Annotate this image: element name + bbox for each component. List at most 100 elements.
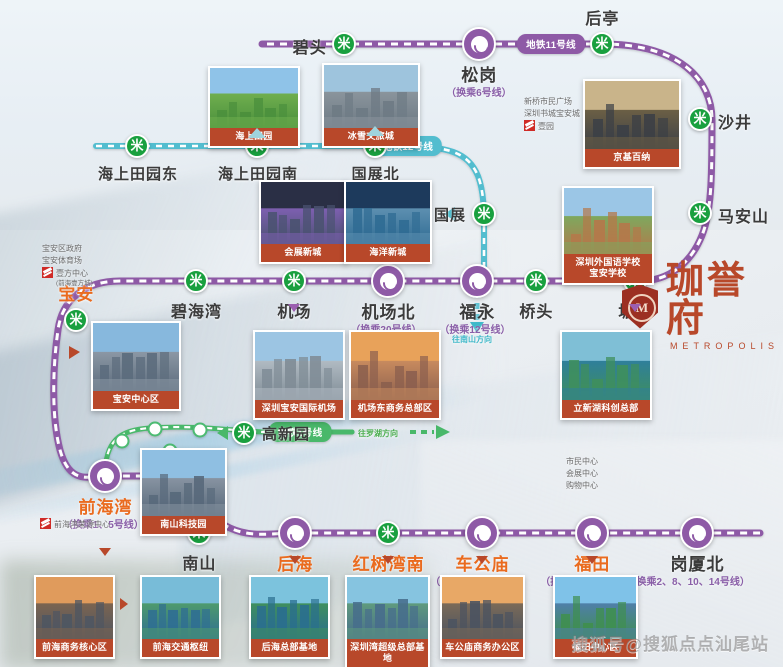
station-label: 沙井 [718,114,753,132]
station-label: 南山 [182,556,217,573]
photo-card-caption: 宝安中心区 [93,391,179,409]
direction-note-luohu: 往罗湖方向 [358,429,398,438]
station-label: 国展北 [351,166,400,183]
photo-card[interactable]: 深圳宝安国际机场 [253,330,345,420]
mall-icon [524,120,535,131]
station-label: 高新园 [262,426,311,443]
photo-card-caption: 深圳宝安国际机场 [255,400,343,418]
station-label: 岗厦北 [670,555,725,574]
station-marker[interactable]: 米 [688,107,712,131]
station-marker[interactable]: 米 [376,521,400,545]
pointer-caret-up-icon [248,128,266,138]
photo-card-caption: 后海总部基地 [251,639,328,657]
pointer-caret-icon [382,556,394,564]
transfer-station-marker[interactable] [460,264,494,298]
transfer-station-marker[interactable] [465,516,499,550]
station-marker[interactable]: 米 [332,32,356,56]
photo-card-caption: 车公庙商务办公区 [442,639,523,657]
photo-card[interactable]: 前海商务核心区 [34,575,115,659]
photo-card[interactable]: 南山科技园 [140,448,227,536]
photo-thumbnail [562,332,650,400]
photo-card[interactable]: 前海交通枢纽 [140,575,221,659]
transfer-station-marker[interactable] [575,516,609,550]
photo-card[interactable]: 立新湖科创总部 [560,330,652,420]
station-label: 海上田园东 [98,166,179,183]
poi-mall: 壹方中心 [42,267,93,280]
photo-card-caption: 海洋新城 [346,244,430,262]
photo-card-caption: 南山科技园 [142,516,225,534]
poi-line: 会展中心 [566,469,598,478]
photo-thumbnail [142,450,225,516]
mall-icon [40,518,51,529]
pointer-caret-icon [99,548,111,556]
station-label: 海上田园南 [218,166,299,183]
photo-card-caption: 京基百纳 [585,149,679,167]
photo-card[interactable]: 海洋新城 [344,180,432,264]
station-marker[interactable]: 米 [524,269,548,293]
photo-card[interactable]: 车公庙商务办公区 [440,575,525,659]
photo-card[interactable]: 京基百纳 [583,79,681,169]
pointer-caret-icon [586,556,598,564]
photo-card[interactable]: 深圳外国语学校宝安学校 [562,186,654,285]
station-label: 机场 [277,304,312,321]
poi-line: 购物中心 [566,481,598,490]
photo-thumbnail [564,188,652,254]
pointer-caret-icon [289,556,301,564]
poi-line: 新桥市民广场 [524,97,572,106]
line1-minor-station[interactable] [147,421,163,437]
transfer-station-marker[interactable] [371,264,405,298]
station-label: 松岗 [461,66,498,85]
station-marker[interactable]: 米 [64,308,88,332]
photo-card[interactable]: 宝安中心区 [91,321,181,411]
station-marker[interactable]: 米 [232,421,256,445]
transfer-station-marker[interactable] [278,516,312,550]
poi-mall: 壹园 [524,120,580,133]
station-label: 碧海湾 [171,304,223,321]
transfer-station-marker[interactable] [88,459,122,493]
station-marker[interactable]: 米 [590,32,614,56]
station-marker[interactable]: 米 [184,269,208,293]
station-label: 红树湾南 [352,555,425,574]
station-label: 国展 [434,207,467,224]
photo-thumbnail [442,577,523,639]
photo-card[interactable]: 机场东商务总部区 [349,330,441,420]
photo-card[interactable]: 后海总部基地 [249,575,330,659]
line1-minor-station[interactable] [192,422,208,438]
photo-thumbnail [142,577,219,639]
photo-thumbnail [210,68,298,128]
pointer-caret-right-icon [120,598,128,610]
poi-mall: 前海鸿荣源中心 [40,518,110,531]
photo-card[interactable]: 会展新城 [259,180,347,264]
brand-logo: M 珈誉府 METROPOLIS [618,262,783,351]
poi-line: 市民中心 [566,457,598,466]
brand-name-en: METROPOLIS [669,341,779,351]
station-marker[interactable]: 米 [282,269,306,293]
station-marker[interactable]: 米 [472,202,496,226]
poi-line: 宝安体育场 [42,256,82,265]
photo-card[interactable]: 冰雪文旅城 [322,63,420,148]
photo-thumbnail [351,332,439,400]
pointer-caret-icon [288,304,300,312]
station-label: 车公庙 [455,555,510,574]
photo-card[interactable]: 福田中心区 [553,575,638,659]
watermark: 搜狐号@搜狐点点汕尾站 [571,635,769,654]
transfer-station-marker[interactable] [462,27,496,61]
poi-note: 新桥市民广场深圳书城宝安城壹园 [524,96,580,133]
photo-card-caption: 冰雪文旅城 [324,128,418,146]
station-label: 桥头 [519,304,554,321]
photo-thumbnail [346,182,430,244]
line1-minor-station[interactable] [114,433,130,449]
station-label: 机场北 [361,303,416,322]
station-marker[interactable]: 米 [125,134,149,158]
photo-card-caption: 福田中心区 [555,639,636,657]
poi-line: 深圳书城宝安城 [524,109,580,118]
mall-icon [42,267,53,278]
poi-note: 前海鸿荣源中心 [40,518,110,531]
station-label: 碧头 [292,39,327,57]
station-marker[interactable]: 米 [688,201,712,225]
transfer-station-marker[interactable] [680,516,714,550]
poi-mall-sub: (前海壹方城) [56,280,93,287]
photo-card[interactable]: 深圳湾超级总部基地 [345,575,430,667]
station-label: 福田 [574,555,611,574]
